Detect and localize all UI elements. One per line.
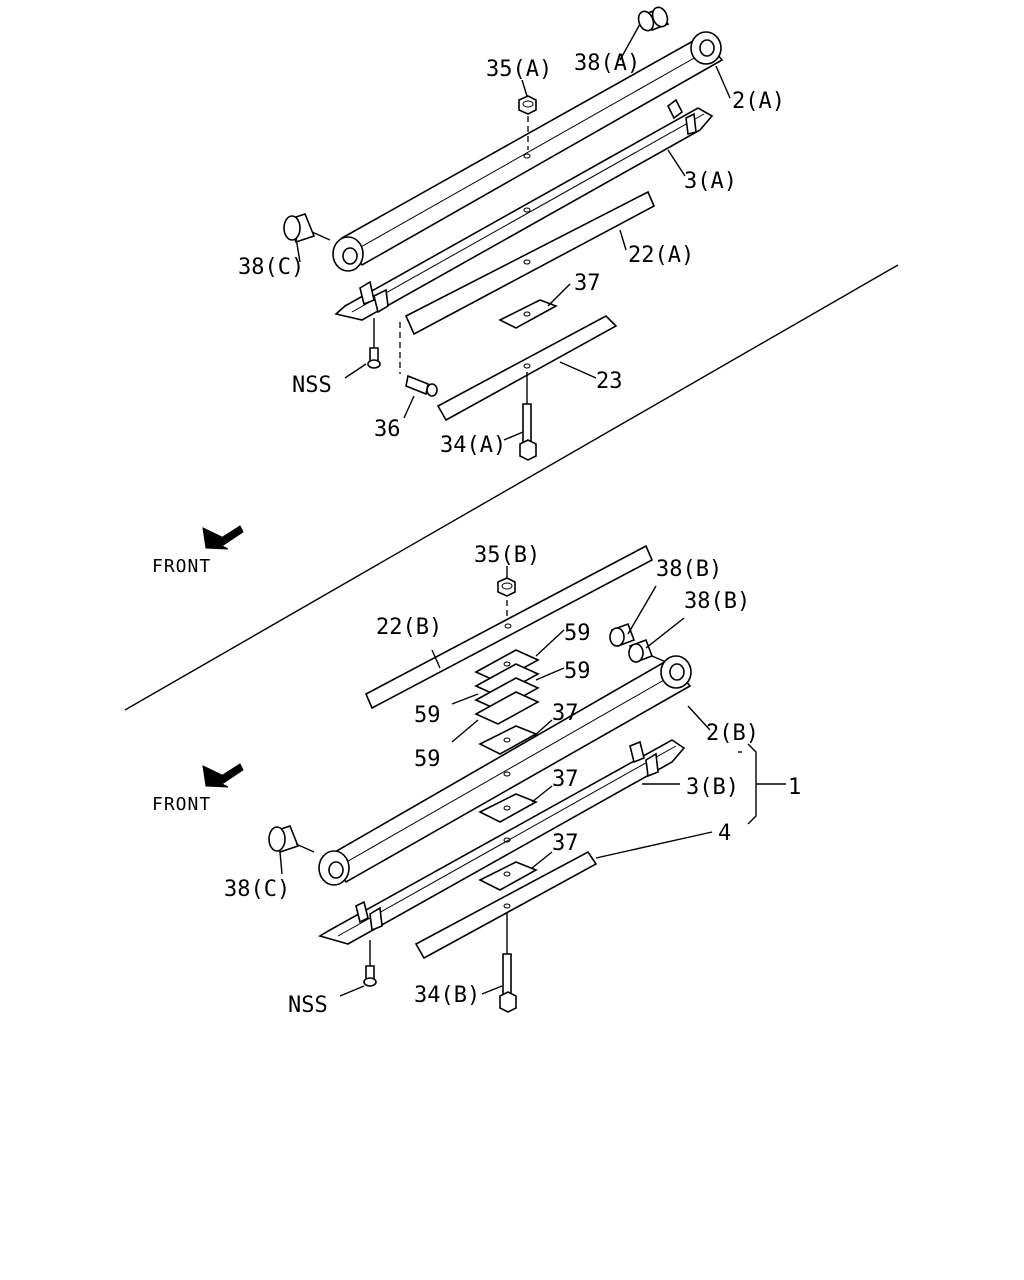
label-38c-a: 38(C) [238,255,304,280]
leaf-23[interactable] [436,315,618,422]
label-37-a: 37 [574,271,601,296]
leaf-22a[interactable] [404,190,656,336]
label-36: 36 [374,417,401,442]
leaf-22b[interactable] [364,544,654,710]
label-3b: 3(B) [686,775,739,800]
assembly-b: 35(B) 38(B) 38(B) 22(B) 59 59 59 37 2(B)… [224,543,801,1018]
bolt-34b[interactable] [499,912,517,1013]
section-divider [124,264,899,711]
nut-35a[interactable] [518,95,537,150]
bolt-34a[interactable] [519,372,537,461]
label-59-3: 59 [414,703,441,728]
label-37-b2: 37 [552,767,579,792]
front-arrow-icon-2 [202,763,244,788]
label-3a: 3(A) [684,169,737,194]
label-22a: 22(A) [628,243,694,268]
label-1: 1 [788,775,801,800]
label-35a: 35(A) [486,57,552,82]
label-59-1: 59 [564,621,591,646]
label-2b: 2(B) [706,721,759,746]
leaf-2a[interactable] [332,31,724,272]
bushing-38c-a[interactable] [283,213,331,243]
label-4: 4 [718,821,731,846]
bushing-38b-1[interactable] [609,622,636,648]
bushing-38b-2[interactable] [628,638,667,664]
label-59-2: 59 [564,659,591,684]
bolt-nss-a[interactable] [367,318,381,369]
label-23: 23 [596,369,623,394]
leaf-2b[interactable] [318,655,692,886]
label-22b: 22(B) [376,615,442,640]
label-38b-1: 38(B) [656,557,722,582]
label-34a: 34(A) [440,433,506,458]
label-nss-a: NSS [292,373,332,398]
label-35b: 35(B) [474,543,540,568]
leaf-3b[interactable] [318,739,686,945]
leaf-4[interactable] [414,850,598,960]
front-label-2: FRONT [152,794,211,815]
bushing-38a[interactable] [636,5,670,33]
bolt-36[interactable] [399,322,438,397]
front-arrow-icon-1 [202,525,244,550]
bolt-nss-b[interactable] [363,940,377,987]
label-34b: 34(B) [414,983,480,1008]
nut-35b[interactable] [497,577,516,620]
label-38b-2: 38(B) [684,589,750,614]
pad-37b-3[interactable] [478,861,538,891]
label-2a: 2(A) [732,89,785,114]
label-37-b1: 37 [552,701,579,726]
label-38a: 38(A) [574,51,640,76]
label-37-b3: 37 [552,831,579,856]
pad-37b-2[interactable] [478,793,538,823]
label-59-4: 59 [414,747,441,772]
leaf-3a[interactable] [334,98,714,321]
front-label-1: FRONT [152,556,211,577]
assembly-a: 35(A) 38(A) 2(A) 3(A) 22(A) 38(C) 37 NSS… [238,5,785,461]
label-nss-b: NSS [288,993,328,1018]
bushing-38c-b[interactable] [268,825,315,853]
pad-37a[interactable] [498,299,558,329]
shim-59-4[interactable] [474,691,540,725]
label-38c-b: 38(C) [224,877,290,902]
